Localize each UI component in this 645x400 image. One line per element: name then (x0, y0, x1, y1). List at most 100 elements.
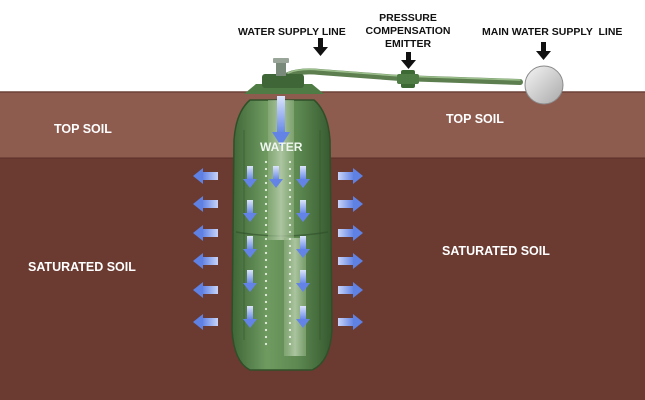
perforation-dot (288, 160, 292, 164)
perforation-dot (264, 209, 268, 213)
flow-arrow-icon-out-right (338, 196, 363, 212)
perforation-dot (264, 160, 268, 164)
water-label: WATER (260, 140, 303, 154)
perforation-dot (288, 237, 292, 241)
perforation-dot (288, 307, 292, 311)
perforation-dot (288, 328, 292, 332)
pressure-compensation-emitter (397, 70, 419, 88)
flow-arrow-icon-down (243, 270, 257, 292)
top-soil-label-right: TOP SOIL (446, 112, 504, 126)
flow-arrow-icon-down (269, 166, 283, 188)
perforation-dot (288, 188, 292, 192)
perforation-dot (264, 300, 268, 304)
pressure-label-line2: COMPENSATION (366, 25, 451, 37)
vessel-cap (262, 74, 304, 88)
flow-arrows (193, 166, 363, 330)
flow-arrow-icon-out-right (338, 253, 363, 269)
perforation-dot (288, 265, 292, 269)
perforation-dot (264, 174, 268, 178)
perforation-dot (264, 244, 268, 248)
water-supply-pipe (285, 68, 523, 85)
perforation-dot (264, 230, 268, 234)
perforation-dot (264, 223, 268, 227)
water-supply-line-label: WATER SUPPLY LINE (238, 26, 346, 38)
flow-arrow-icon-out-left (193, 314, 218, 330)
perforation-dot (288, 174, 292, 178)
perforation-dot (264, 342, 268, 346)
perforation-dot (288, 314, 292, 318)
perforation-row-left (264, 160, 268, 346)
perforation-dot (288, 300, 292, 304)
perforation-dot (288, 251, 292, 255)
perforation-dot (264, 195, 268, 199)
top-soil-label-left: TOP SOIL (54, 122, 112, 136)
perforation-dot (288, 286, 292, 290)
down-arrow-icon-emitter (401, 52, 416, 69)
perforation-dot (264, 188, 268, 192)
down-arrow-icon-water-supply (313, 38, 328, 56)
flow-arrow-icon-out-right (338, 314, 363, 330)
flow-arrow-icon-out-left (193, 168, 218, 184)
perforation-dot (264, 321, 268, 325)
down-arrow-icon-main-supply (536, 42, 551, 60)
perforation-dot (264, 307, 268, 311)
flow-arrow-icon-out-left (193, 282, 218, 298)
perforation-dot (264, 272, 268, 276)
perforation-dot (288, 181, 292, 185)
perforation-dot (264, 293, 268, 297)
flow-arrow-icon-down (296, 306, 310, 328)
flow-arrow-icon-down (243, 200, 257, 222)
perforation-dot (288, 230, 292, 234)
perforation-dot (264, 314, 268, 318)
flow-arrow-icon-out-right (338, 225, 363, 241)
perforation-dot (288, 272, 292, 276)
perforation-dot (288, 209, 292, 213)
flow-arrow-icon-down (296, 236, 310, 258)
perforation-dot (288, 223, 292, 227)
perforation-dot (264, 258, 268, 262)
flow-arrow-icon-out-left (193, 225, 218, 241)
perforation-dot (288, 167, 292, 171)
perforation-dot (288, 321, 292, 325)
perforation-dot (288, 202, 292, 206)
water-supply-pipe-highlight (287, 68, 521, 81)
perforation-dot (264, 335, 268, 339)
main-water-supply-valve (524, 65, 564, 105)
perforation-dot (264, 237, 268, 241)
vessel-stem-top (273, 58, 289, 63)
perforation-dot (288, 216, 292, 220)
perforation-dot (264, 251, 268, 255)
perforation-dot (288, 293, 292, 297)
flow-arrow-icon-down (243, 166, 257, 188)
perforation-dot (264, 181, 268, 185)
perforation-row-right (288, 160, 292, 346)
pressure-label-line1: PRESSURE (379, 12, 437, 24)
flow-arrow-icon-down (296, 200, 310, 222)
perforation-dot (288, 244, 292, 248)
perforation-dot (288, 195, 292, 199)
main-water-supply-line-label: MAIN WATER SUPPLY LINE (482, 26, 622, 38)
saturated-soil-label-left: SATURATED SOIL (28, 260, 136, 274)
perforation-dot (264, 167, 268, 171)
perforation-dot (264, 265, 268, 269)
saturated-soil-label-right: SATURATED SOIL (442, 244, 550, 258)
perforation-dot (264, 202, 268, 206)
pressure-label-line3: EMITTER (385, 38, 431, 50)
perforation-dot (264, 328, 268, 332)
inflow-arrow (272, 96, 290, 146)
perforation-dot (288, 279, 292, 283)
perforation-dot (288, 335, 292, 339)
perforation-dot (288, 258, 292, 262)
perforation-dot (264, 279, 268, 283)
flow-arrow-icon-out-right (338, 282, 363, 298)
perforation-dot (264, 286, 268, 290)
flow-arrow-icon-out-left (193, 196, 218, 212)
flow-arrow-icon-down (296, 166, 310, 188)
perforation-dot (264, 216, 268, 220)
flow-arrow-icon-out-left (193, 253, 218, 269)
perforation-dot (288, 342, 292, 346)
flow-arrow-icon-out-right (338, 168, 363, 184)
flow-arrow-icon-down (243, 236, 257, 258)
